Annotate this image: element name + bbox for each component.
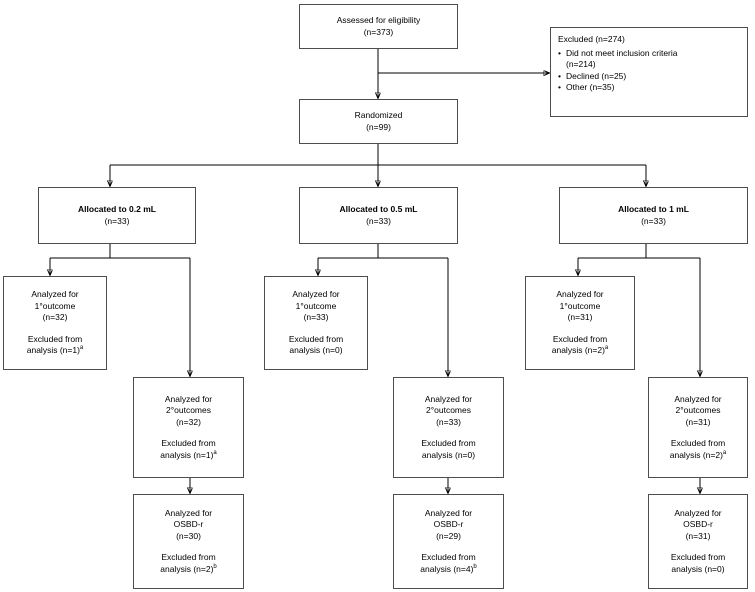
primary2-line1: Analyzed for (292, 289, 340, 300)
primary3-excluded-line1: Excluded from (552, 333, 608, 344)
osbd1-line1: Analyzed for (164, 507, 213, 518)
primary1-excluded-line2: analysis (n=1)a (27, 345, 84, 357)
secondary3-count: (n=31) (685, 416, 711, 427)
osbd2-excluded-line2: analysis (n=4)b (420, 564, 477, 576)
osbd3-line2: OSBD-r (683, 519, 713, 530)
node-osbd-r-1ml: Analyzed for OSBD-r (n=31) Excluded from… (648, 494, 748, 589)
list-item: Did not meet inclusion criteria (n=214) (558, 48, 678, 71)
node-allocated-0.5ml: Allocated to 0.5 mL (n=33) (299, 187, 458, 244)
footnote-marker: a (722, 449, 727, 456)
secondary2-excluded-text: analysis (n=0) (421, 449, 476, 460)
osbd2-excluded-line1: Excluded from (421, 552, 476, 563)
node-assessed-for-eligibility: Assessed for eligibility (n=373) (299, 4, 458, 49)
node-primary-outcome-1ml: Analyzed for 1°outcome (n=31) Excluded f… (525, 276, 635, 370)
secondary1-count: (n=32) (176, 416, 201, 427)
assessed-label: Assessed for eligibility (336, 15, 421, 25)
osbd1-excluded-line1: Excluded from (161, 552, 216, 563)
osbd1-line2: OSBD-r (173, 519, 204, 530)
primary3-count: (n=31) (567, 312, 593, 323)
node-osbd-r-0.5ml: Analyzed for OSBD-r (n=29) Excluded from… (393, 494, 504, 589)
primary1-excluded-text: analysis (n=1) (26, 345, 80, 356)
list-item: Other (n=35) (558, 82, 678, 94)
excluded-title: Excluded (n=274) (558, 34, 625, 44)
primary2-count: (n=33) (303, 312, 329, 323)
list-item: Declined (n=25) (558, 71, 678, 83)
excluded-reason-2: Declined (n=25) (566, 70, 627, 81)
node-allocated-1ml: Allocated to 1 mL (n=33) (559, 187, 748, 244)
alloc3-count: (n=33) (641, 215, 666, 226)
alloc1-count: (n=33) (104, 215, 130, 226)
secondary3-excluded-line1: Excluded from (670, 438, 726, 449)
primary1-line1: Analyzed for (31, 289, 79, 300)
node-secondary-outcomes-1ml: Analyzed for 2°outcomes (n=31) Excluded … (648, 377, 748, 478)
primary1-excluded-line1: Excluded from (27, 333, 83, 344)
secondary3-line2: 2°outcomes (675, 405, 721, 416)
primary3-excluded-line2: analysis (n=2)a (552, 345, 609, 357)
secondary3-line1: Analyzed for (674, 393, 722, 404)
excluded-reason-1: Did not meet inclusion criteria (566, 47, 678, 58)
node-excluded: Excluded (n=274) Did not meet inclusion … (550, 27, 748, 117)
osbd2-line2: OSBD-r (433, 519, 464, 530)
osbd3-excluded-line1: Excluded from (670, 552, 726, 563)
primary3-excluded-text: analysis (n=2) (551, 345, 605, 356)
secondary3-excluded-text: analysis (n=2) (669, 449, 723, 460)
secondary1-excluded-line1: Excluded from (161, 438, 216, 449)
osbd3-count: (n=31) (685, 530, 711, 541)
primary3-line2: 1°outcome (559, 300, 601, 311)
osbd1-excluded-line2: analysis (n=2)b (160, 564, 217, 576)
secondary1-line1: Analyzed for (164, 393, 213, 404)
assessed-count: (n=373) (363, 26, 394, 37)
osbd3-excluded-text: analysis (n=0) (671, 563, 725, 574)
secondary2-excluded-line2: analysis (n=0) (422, 450, 475, 462)
osbd1-count: (n=30) (176, 530, 201, 541)
node-allocated-0.2ml: Allocated to 0.2 mL (n=33) (38, 187, 196, 244)
footnote-marker: a (79, 345, 84, 352)
footnote-marker: a (213, 449, 217, 456)
osbd1-excluded-text: analysis (n=2) (160, 563, 214, 574)
secondary1-excluded-line2: analysis (n=1)a (160, 450, 217, 462)
node-osbd-r-0.2ml: Analyzed for OSBD-r (n=30) Excluded from… (133, 494, 244, 589)
randomized-label: Randomized (354, 110, 403, 120)
primary1-count: (n=32) (42, 312, 68, 323)
primary2-excluded-text: analysis (n=0) (289, 345, 343, 356)
primary3-line1: Analyzed for (556, 289, 604, 300)
osbd2-excluded-text: analysis (n=4) (420, 563, 474, 574)
osbd2-line1: Analyzed for (424, 507, 473, 518)
secondary1-line2: 2°outcomes (166, 405, 211, 416)
footnote-marker: b (473, 563, 477, 570)
osbd2-count: (n=29) (436, 530, 461, 541)
excluded-reason-list: Did not meet inclusion criteria (n=214) … (558, 48, 678, 94)
excluded-reason-1-count: (n=214) (566, 59, 596, 69)
node-secondary-outcomes-0.5ml: Analyzed for 2°outcomes (n=33) Excluded … (393, 377, 504, 478)
primary1-line2: 1°outcome (34, 300, 76, 311)
secondary2-line1: Analyzed for (424, 393, 473, 404)
footnote-marker: a (604, 345, 609, 352)
node-secondary-outcomes-0.2ml: Analyzed for 2°outcomes (n=32) Excluded … (133, 377, 244, 478)
secondary2-excluded-line1: Excluded from (421, 438, 476, 449)
node-randomized: Randomized (n=99) (299, 99, 458, 144)
footnote-marker: b (213, 563, 217, 570)
primary2-excluded-line1: Excluded from (288, 333, 344, 344)
randomized-count: (n=99) (366, 121, 391, 132)
osbd3-excluded-line2: analysis (n=0) (671, 564, 724, 576)
alloc2-count: (n=33) (366, 215, 391, 226)
excluded-reason-3: Other (n=35) (566, 82, 615, 92)
node-primary-outcome-0.2ml: Analyzed for 1°outcome (n=32) Excluded f… (3, 276, 107, 370)
primary2-excluded-line2: analysis (n=0) (289, 345, 342, 357)
primary2-line2: 1°outcome (295, 300, 337, 311)
secondary2-line2: 2°outcomes (426, 405, 471, 416)
secondary2-count: (n=33) (436, 416, 461, 427)
node-primary-outcome-0.5ml: Analyzed for 1°outcome (n=33) Excluded f… (264, 276, 368, 370)
secondary3-excluded-line2: analysis (n=2)a (670, 450, 727, 462)
osbd3-line1: Analyzed for (674, 507, 722, 518)
alloc1-label: Allocated to 0.2 mL (78, 204, 156, 214)
alloc3-label: Allocated to 1 mL (618, 204, 689, 214)
alloc2-label: Allocated to 0.5 mL (339, 204, 418, 214)
secondary1-excluded-text: analysis (n=1) (160, 449, 214, 460)
